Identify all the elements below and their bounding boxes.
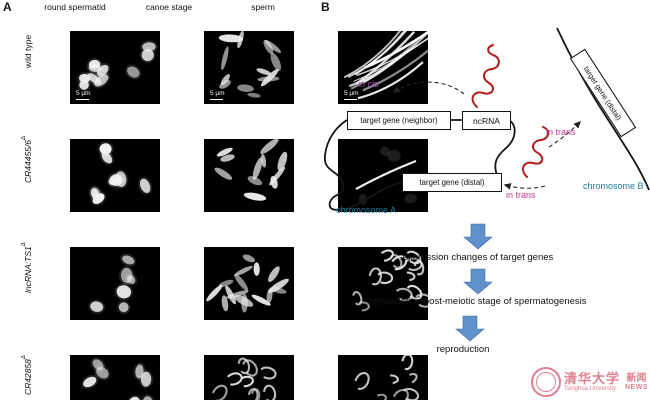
micrograph-cr42858-round: [70, 355, 160, 400]
row-lncrna-ts1: lncRNA:TS1Δ: [18, 231, 432, 336]
col-header-sperm: sperm: [251, 2, 275, 12]
label-in-trans-low: in trans: [506, 190, 536, 200]
watermark-news-cn: 新闻: [626, 372, 647, 384]
micrograph-cr44455-round: [70, 139, 160, 212]
flow-text-reproduction: reproduction: [436, 344, 490, 355]
micrograph-cr42858-canoe: [204, 355, 294, 400]
tsinghua-logo-icon: [530, 367, 561, 397]
label-chromosome-b: chromosome B: [583, 181, 644, 191]
flow-arrow-1: [463, 223, 493, 250]
micrograph-wildtype-round: 5 µm: [70, 31, 160, 104]
col-header-canoe-stage: canoe stage: [145, 2, 193, 12]
box-target-gene-distal-a: target gene (distal): [402, 173, 502, 192]
ncrna-transcript-trans-icon: [522, 126, 549, 178]
box-ncrna: ncRNA: [462, 111, 511, 130]
watermark-university-en: Tsinghua University: [563, 385, 617, 392]
micrograph-cr42858-sperm: [338, 355, 428, 400]
col-header-round-spermatid: round spermatid: [44, 2, 106, 12]
micrograph-ts1-sperm: [338, 247, 428, 320]
micrograph-wildtype-canoe: 5 µm: [204, 31, 294, 104]
row-wild-type: wild type 5 µm 5 µm 5 µm: [18, 15, 432, 120]
ncrna-transcript-icon: [471, 44, 500, 108]
flow-text-expression: expression changes of target genes: [402, 252, 554, 263]
panel-a: A round spermatid canoe stage sperm wild…: [0, 0, 428, 400]
watermark: 清华大学 Tsinghua University 新闻 NEWS: [530, 367, 648, 397]
row-cr42858: CR42858Δ: [18, 339, 432, 400]
label-in-cis: in cis: [358, 79, 379, 89]
panel-b-letter: B: [321, 0, 330, 14]
scale-bar: 5 µm: [76, 90, 91, 101]
micrograph-wildtype-sperm: 5 µm: [338, 31, 428, 104]
box-target-gene-distal-b: target gene (distal): [569, 48, 637, 138]
label-chromosome-a: chromosome A: [336, 205, 397, 215]
in-trans-dashed-arrow-low: [503, 183, 546, 190]
micrograph-ts1-canoe: [204, 247, 294, 320]
scale-bar: 5 µm: [210, 90, 225, 101]
watermark-news-en: NEWS: [625, 383, 648, 391]
flow-arrow-3: [455, 315, 485, 342]
watermark-university-cn: 清华大学: [563, 370, 620, 386]
column-headers: round spermatid canoe stage sperm: [30, 2, 432, 15]
panel-a-letter: A: [3, 0, 12, 14]
micrograph-ts1-round: [70, 247, 160, 320]
box-target-gene-neighbor: target gene (neighbor): [347, 111, 451, 130]
row-label-cr42858: CR42858Δ: [21, 355, 33, 396]
row-label-wild-type: wild type: [22, 34, 33, 69]
micrograph-grid: round spermatid canoe stage sperm wild t…: [18, 2, 432, 400]
micrograph-cr44455-canoe: [204, 139, 294, 212]
flow-arrow-2: [463, 268, 493, 295]
scale-bar: 5 µm: [344, 90, 359, 101]
row-label-lncrna-ts1: lncRNA:TS1Δ: [21, 242, 33, 293]
flow-text-regulation: regulation in post-meiotic stage of sper…: [369, 296, 587, 307]
label-in-trans-up: in trans: [546, 127, 576, 137]
row-label-cr44455-6: CR44455/6Δ: [21, 135, 33, 184]
